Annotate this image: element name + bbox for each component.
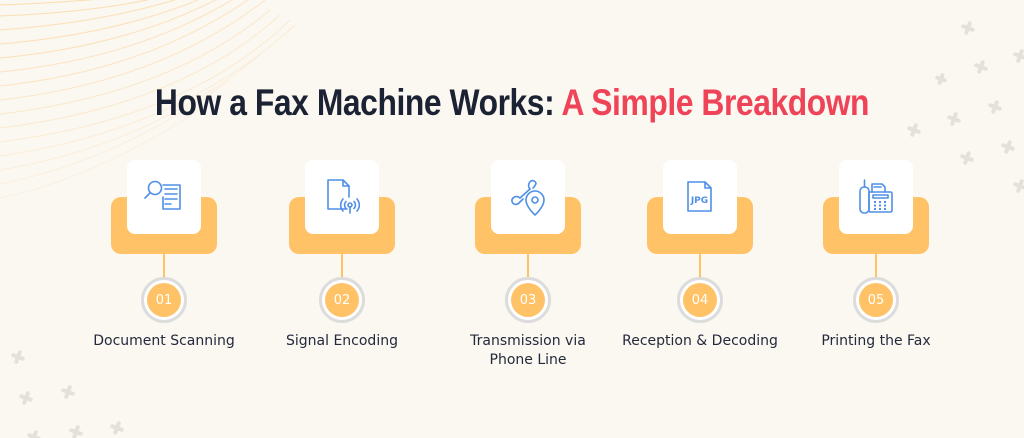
step-number: 05 <box>859 283 893 317</box>
step-connector-line <box>699 254 701 278</box>
step-printing-fax: 05 Printing the Fax <box>786 0 966 438</box>
step-number: 02 <box>325 283 359 317</box>
step-document-scanning: 01 Document Scanning <box>74 0 254 438</box>
step-label: Document Scanning <box>93 333 235 349</box>
step-icon-card <box>839 160 913 234</box>
step-icon-card <box>127 160 201 234</box>
step-transmission-phone-line: 03 Transmission via Phone Line <box>438 0 618 438</box>
step-number-badge: 01 <box>141 277 187 323</box>
svg-text:JPG: JPG <box>690 196 708 206</box>
background-contour-lines <box>0 0 296 199</box>
step-icon-card <box>305 160 379 234</box>
page-title: How a Fax Machine Works: A Simple Breakd… <box>72 82 953 124</box>
title-main: How a Fax Machine Works: <box>154 82 562 123</box>
step-connector-line <box>527 254 529 278</box>
step-connector-line <box>875 254 877 278</box>
step-icon-card: JPG <box>663 160 737 234</box>
phone-location-icon <box>511 179 545 216</box>
document-search-icon <box>144 180 181 210</box>
step-number-badge: 05 <box>853 277 899 323</box>
step-number: 01 <box>147 283 181 317</box>
step-signal-encoding: 02 Signal Encoding <box>252 0 432 438</box>
step-label: Transmission via Phone Line <box>470 333 586 368</box>
step-label: Reception & Decoding <box>622 333 778 349</box>
fax-machine-icon <box>859 179 893 214</box>
step-connector-line <box>341 254 343 278</box>
step-label: Signal Encoding <box>286 333 398 349</box>
step-number-badge: 04 <box>677 277 723 323</box>
step-icon-card <box>491 160 565 234</box>
step-number: 03 <box>511 283 545 317</box>
jpg-file-icon: JPG <box>687 181 712 212</box>
step-number: 04 <box>683 283 717 317</box>
step-number-badge: 02 <box>319 277 365 323</box>
step-label: Printing the Fax <box>821 333 931 349</box>
title-accent: A Simple Breakdown <box>561 82 870 123</box>
file-signal-icon <box>327 179 361 214</box>
step-number-badge: 03 <box>505 277 551 323</box>
step-reception-decoding: JPG 04 Reception & Decoding <box>610 0 790 438</box>
step-connector-line <box>163 254 165 278</box>
